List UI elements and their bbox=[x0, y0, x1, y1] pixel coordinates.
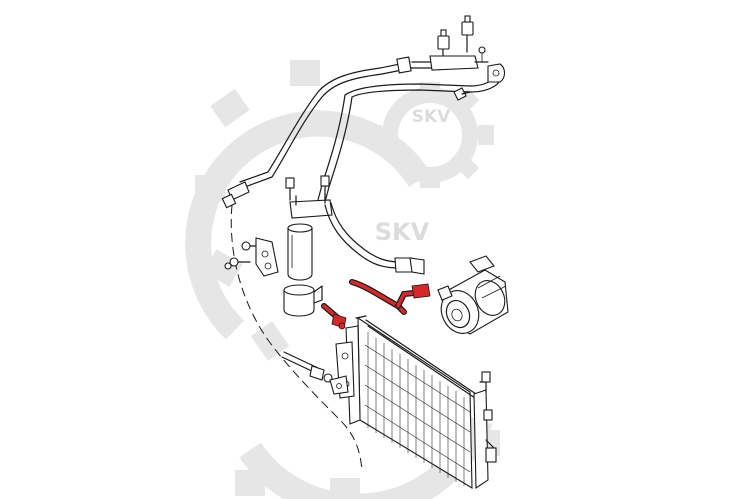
watermark: SKV SKV bbox=[185, 60, 500, 499]
watermark-text-lower: SKV bbox=[375, 218, 430, 246]
ac-compressor-icon bbox=[437, 255, 509, 335]
mounting-bolts bbox=[224, 175, 330, 270]
receiver-drier-icon bbox=[283, 193, 333, 317]
condenser-fins bbox=[364, 332, 471, 486]
condenser-icon bbox=[329, 315, 497, 490]
lower-liquid-pipe bbox=[281, 351, 333, 383]
mounting-bracket bbox=[255, 237, 279, 277]
watermark-text-upper: SKV bbox=[412, 107, 451, 127]
expansion-valve-fittings bbox=[429, 15, 506, 101]
discharge-hose-icon bbox=[321, 279, 431, 330]
watermark-gear-teeth bbox=[195, 60, 320, 361]
compressor-pipe bbox=[324, 202, 425, 275]
